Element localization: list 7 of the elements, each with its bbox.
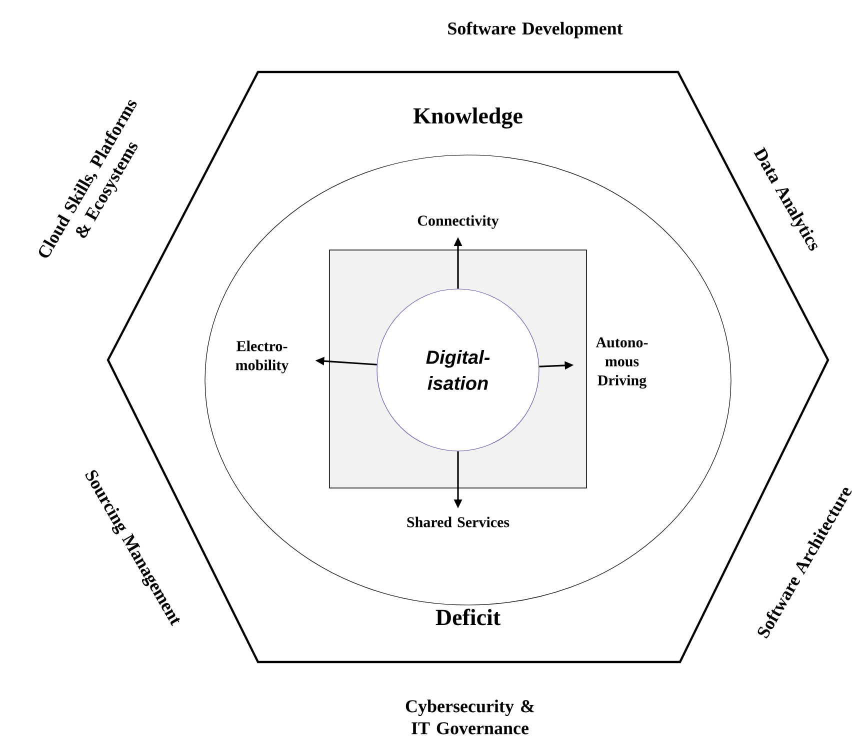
node-label: Electro- mobility [236,340,289,374]
node-label: Connectivity [418,215,499,229]
node-label: Autono- mous Driving [596,337,648,389]
ellipse [204,154,732,606]
side-label: Software Development [448,22,623,38]
side-label: Cybersecurity & IT Governance [406,700,534,734]
node-label: Shared Services [407,516,510,528]
